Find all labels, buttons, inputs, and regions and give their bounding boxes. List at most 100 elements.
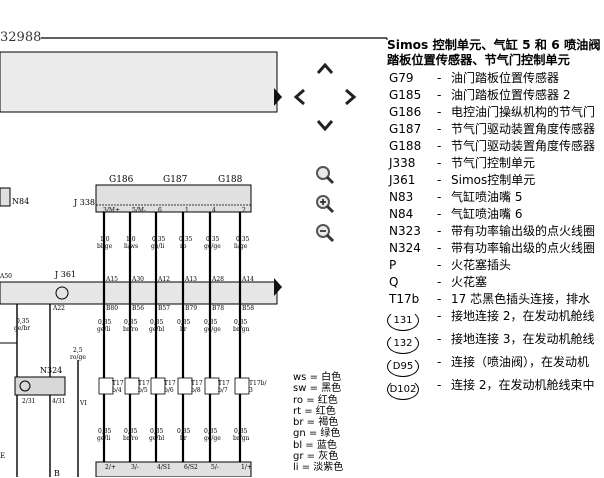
legend-desc: 连接（喷油阀），在发动机 (451, 355, 590, 369)
n324-pin: 4/31 (52, 398, 66, 405)
wire-color: br/ro (123, 326, 139, 333)
legend-ground-item: D102-连接 2，在发动机舱线束中 (387, 377, 604, 400)
legend-dash: - (437, 292, 442, 306)
legend-item: Q-火花塞 (387, 274, 604, 291)
play-right-icon[interactable] (272, 276, 284, 298)
color-key-item: rt = 红色 (293, 405, 336, 417)
legend-desc: 气缸喷油嘴 6 (451, 207, 523, 221)
wire-size: 0,35 (150, 319, 164, 326)
wire-size: 0,35 (177, 319, 191, 326)
legend-code: Q (389, 275, 399, 289)
n324-pin: VI (80, 400, 87, 407)
legend-desc: 接地连接 3，在发动机舱线 (451, 332, 595, 346)
t17b-label: T17b/5 (138, 380, 150, 394)
bottom-pin: 2/+ (105, 464, 116, 471)
legend-code: G186 (389, 105, 422, 119)
wire-size: 0,35 (98, 428, 112, 435)
chevron-down-icon[interactable] (314, 114, 336, 136)
bottom-pin: 6/S2 (184, 464, 198, 471)
play-right-icon[interactable] (272, 86, 284, 108)
j338-pin: 4 (212, 207, 216, 214)
wire-size: 0,35 (204, 319, 218, 326)
wire-color: ge/ge (204, 435, 221, 442)
color-key-item: li = 淡紫色 (293, 462, 344, 474)
wire-color-key: ws = 白色 sw = 黑色 ro = 红色 rt = 红色 br = 褐色 … (293, 372, 343, 474)
chevron-up-icon[interactable] (314, 58, 336, 80)
j361-connector: B58 (242, 305, 255, 312)
legend-desc: Simos控制单元 (451, 173, 536, 187)
legend-code: G187 (389, 122, 422, 136)
legend-code: J361 (389, 173, 416, 187)
legend-dash: - (437, 156, 442, 170)
legend-desc: 带有功率输出级的点火线圈 (451, 241, 596, 255)
legend-code: N83 (389, 190, 414, 204)
legend-code: G188 (389, 139, 422, 153)
zoom-out-icon[interactable] (314, 222, 336, 244)
magnifier-icon[interactable] (314, 164, 336, 186)
color-key-item: ws = 白色 (293, 372, 342, 383)
chevron-left-icon[interactable] (289, 86, 311, 108)
legend-item: G185-油门踏板位置传感器 2 (387, 87, 604, 104)
label-g187: G187 (163, 175, 188, 185)
legend-dash: - (437, 378, 442, 392)
legend-title-line1: Simos 控制单元、气缸 5 和 6 喷油阀 (387, 38, 601, 52)
legend-dash: - (437, 122, 442, 136)
chevron-right-icon[interactable] (339, 86, 361, 108)
legend-desc: 17 芯黑色插头连接，排水 (451, 292, 591, 306)
j361-connector: A14 (242, 276, 254, 283)
n324-wire-color: ro/ge (70, 354, 86, 361)
j338-pin: 3/M+ (103, 207, 121, 214)
legend-ground-item: 132 -接地连接 3，在发动机舱线 (387, 331, 604, 354)
legend-item: J361 -Simos控制单元 (387, 172, 604, 189)
wire-size: 0,35 (124, 428, 138, 435)
bottom-pin: 1/+ (241, 464, 252, 471)
legend-dash: - (437, 241, 442, 255)
color-key-item: gr = 灰色 (293, 451, 339, 463)
color-key-item: ro = 红色 (293, 394, 338, 406)
legend-ground-item: D95-连接（喷油阀），在发动机 (387, 354, 604, 377)
wire-color: br (180, 326, 187, 333)
color-key-item: sw = 黑色 (293, 383, 342, 395)
wire-size: 0,35 (234, 428, 248, 435)
wire-color: br/gn (233, 326, 250, 333)
connection-symbol: D102 (387, 379, 419, 400)
legend-desc: 节气门控制单元 (451, 156, 536, 170)
legend-dash: - (437, 71, 442, 85)
legend-desc: 气缸喷油嘴 5 (451, 190, 523, 204)
label-j361: J 361 (55, 270, 77, 279)
legend-dash: - (437, 105, 442, 119)
legend-dash: - (437, 309, 442, 323)
j361-connector: B57 (158, 305, 171, 312)
bottom-pin: 4/S1 (157, 464, 171, 471)
n324-pin: 2/31 (22, 398, 36, 405)
legend-code: P (389, 258, 397, 272)
label-n84: N84 (12, 197, 30, 206)
legend-code: N84 (389, 207, 414, 221)
legend-desc: 节气门驱动装置角度传感器 (451, 139, 596, 153)
legend-dash: - (437, 275, 442, 289)
wire-size: 0,35 (177, 428, 191, 435)
t17b-label: T17b/3 (249, 380, 267, 394)
legend-dash: - (437, 224, 442, 238)
wire-size: 0,35 (236, 236, 250, 243)
legend-dash: - (437, 173, 442, 187)
bottom-pin: 3/- (131, 464, 139, 471)
legend-desc: 带有功率输出级的点火线圈 (451, 224, 596, 238)
ground-symbol: 132 (387, 333, 419, 354)
wire-color: li/ge (234, 243, 248, 250)
t17b-label: T17b/7 (218, 380, 230, 394)
t17b-label: T17b/6 (164, 380, 176, 394)
wire-size: 0,35 (179, 236, 193, 243)
wire-size: 0,35 (152, 236, 166, 243)
legend-dash: - (437, 332, 442, 346)
j361-connector: A15 (106, 276, 118, 283)
legend-item: G188-节气门驱动装置角度传感器 (387, 138, 604, 155)
zoom-in-icon[interactable] (314, 193, 336, 215)
wire-color: ge/li (97, 326, 111, 333)
label-g186: G186 (109, 175, 134, 185)
label-j338: J 338 (74, 198, 96, 207)
wire-size: 0,35 (98, 319, 112, 326)
j361-connector: A12 (158, 276, 170, 283)
wire-color: ge/bl (149, 326, 165, 333)
color-key-item: gn = 绿色 (293, 428, 341, 440)
